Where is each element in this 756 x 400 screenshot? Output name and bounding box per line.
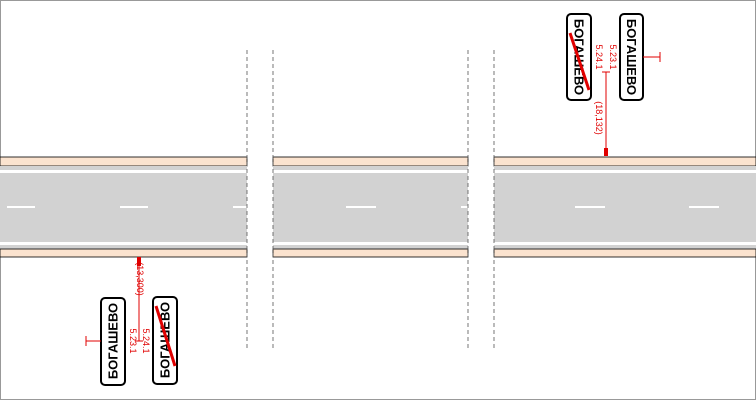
edge-line-top: [0, 170, 247, 173]
sign-post-foot: [604, 148, 608, 156]
edge-line-bottom: [0, 242, 247, 245]
road-segment-2: [272, 156, 469, 258]
shoulder-bottom: [272, 248, 469, 258]
sign-place-name: БОГАШЕВО: [106, 303, 121, 379]
edge-line-bottom: [273, 242, 468, 245]
shoulder-bottom: [0, 248, 248, 258]
sign-code-end: 5.24.1: [141, 328, 151, 353]
center-dash: [575, 206, 605, 208]
sign-chainage: (18,132): [594, 101, 604, 135]
edge-line-top: [494, 170, 756, 173]
center-dash: [233, 206, 247, 208]
center-dash: [346, 206, 376, 208]
sign-chainage: (13,300): [135, 262, 145, 296]
edge-line-top: [273, 170, 468, 173]
sign-code-start: 5.23.1: [128, 328, 138, 353]
center-dash: [461, 206, 468, 208]
road-segment-3: [493, 156, 756, 258]
shoulder-top: [272, 156, 469, 167]
sign-place-name: БОГАШЕВО: [624, 19, 639, 95]
sign-group-bottom: БОГАШЕВО БОГАШЕВО (13,300) 5.23.1 5.24.1: [85, 257, 178, 386]
sign-code-end: 5.24.1: [594, 44, 604, 69]
break-lines: [246, 50, 495, 350]
center-dash: [689, 206, 719, 208]
road-segment-1: [0, 156, 248, 258]
sign-cross-line: [568, 32, 591, 91]
sign-cross-line: [154, 305, 177, 367]
center-dash: [7, 206, 35, 208]
shoulder-top: [0, 156, 248, 167]
edge-line-bottom: [494, 242, 756, 245]
center-dash: [120, 206, 148, 208]
shoulder-bottom: [493, 248, 756, 258]
shoulder-top: [493, 156, 756, 167]
sign-code-start: 5.23.1: [608, 44, 618, 69]
sign-group-top: БОГАШЕВО БОГАШЕВО 5.24.1 5.23.1 (18,132): [566, 13, 661, 156]
